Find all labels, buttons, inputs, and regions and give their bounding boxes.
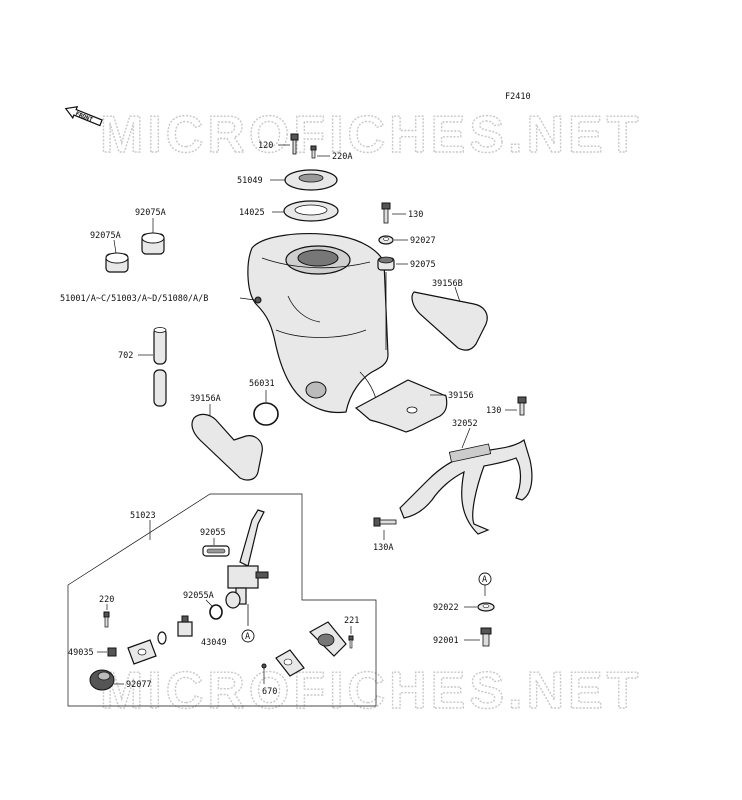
label-120: 120 [258,141,273,151]
label-92027: 92027 [410,236,436,246]
label-130-right: 130 [486,406,501,416]
bolt-92001 [464,627,492,647]
damper-92075 [377,256,408,350]
label-92055: 92055 [200,528,226,538]
gasket-14025 [272,200,339,222]
knob-92077 [89,669,124,691]
label-14025: 14025 [239,208,265,218]
label-51023: 51023 [130,511,156,521]
label-220A: 220A [332,152,352,162]
ring-56031 [253,390,279,426]
pad-39156B [411,286,488,351]
label-fuel-tank: 51001/A~C/51003/A~D/51080/A/B [60,294,208,304]
ref-mark-a1: A [241,629,255,643]
label-221: 221 [344,616,359,626]
leader-fuel-tank [239,297,256,301]
label-39156: 39156 [448,391,474,401]
label-92055A: 92055A [183,591,214,601]
bolt-130-right [505,396,527,416]
diaphragm-cover [275,621,347,677]
label-39156A: 39156A [190,394,221,404]
watermark-bottom: MICROFICHES.NET [100,662,642,720]
label-130-top: 130 [408,210,423,220]
svg-text:A: A [482,575,487,585]
figure-code: F2410 [505,92,531,102]
label-56031: 56031 [249,379,275,389]
cock-gasket [127,639,157,665]
label-39156B: 39156B [432,279,463,289]
fuel-tank [247,233,389,414]
label-92022: 92022 [433,603,459,613]
label-49035: 49035 [68,648,94,658]
label-51049: 51049 [237,176,263,186]
fuel-cock-group-outline [67,493,377,707]
pin-670 [261,663,267,684]
bolt-130-top [381,202,406,224]
front-arrow-icon: FRONT [64,105,103,127]
oring-92055A [205,599,223,620]
washer-92027 [378,235,408,245]
label-92075A-top: 92075A [135,208,166,218]
damper-92075A-top [141,218,165,255]
label-43049: 43049 [201,638,227,648]
lever-49035 [97,647,117,657]
screw-220 [103,604,110,628]
front-badge-text: FRONT [74,110,94,123]
screw-220A [310,145,330,159]
gasket-92055 [202,538,230,557]
label-220: 220 [99,595,114,605]
label-130A: 130A [373,543,393,553]
filter-43049 [157,615,193,645]
label-670: 670 [262,687,277,697]
screw-221 [348,626,354,649]
bolt-130A [373,517,397,540]
plate-39156 [354,379,448,433]
damper-92075A-left [105,239,129,273]
label-92075A-left: 92075A [90,231,121,241]
label-92001: 92001 [433,636,459,646]
label-702: 702 [118,351,133,361]
hose-702 [138,327,167,407]
ref-mark-a2: A [478,572,492,596]
bracket-32052 [399,427,533,535]
fuel-cap-51049 [270,169,338,191]
label-92075: 92075 [410,260,436,270]
fuel-cock [225,509,269,626]
watermark-top: MICROFICHES.NET [100,106,642,164]
svg-text:A: A [245,632,250,642]
pad-39156A [191,404,263,481]
washer-92022 [464,602,495,612]
label-92077: 92077 [126,680,152,690]
label-32052: 32052 [452,419,478,429]
bolt-120 [278,133,299,155]
